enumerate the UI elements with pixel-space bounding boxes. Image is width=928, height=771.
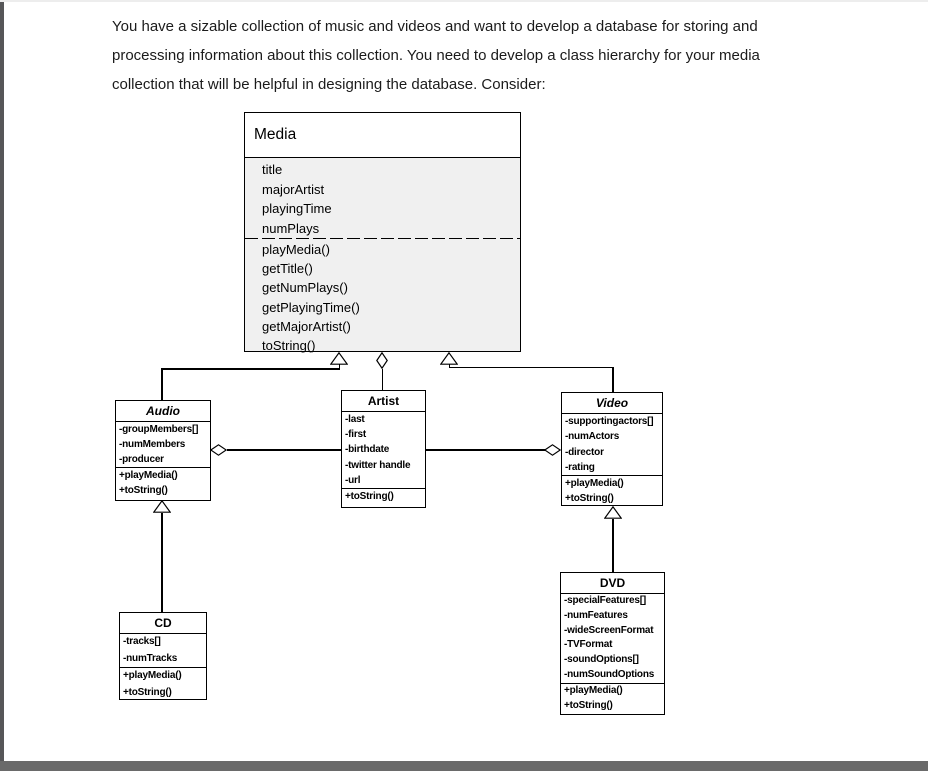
attribute-row: -groupMembers[] bbox=[119, 424, 199, 435]
connector-line bbox=[227, 449, 341, 451]
attribute-row: -numActors bbox=[565, 431, 620, 443]
method-row: +playMedia() bbox=[565, 478, 624, 489]
intro-line: collection that will be helpful in desig… bbox=[112, 76, 546, 93]
class-name-dvd: DVD bbox=[561, 573, 664, 594]
class-name-audio: Audio bbox=[116, 401, 210, 422]
method-row: +playMedia() bbox=[564, 685, 623, 696]
attribute-row: title bbox=[262, 162, 283, 177]
window-bottom-edge bbox=[0, 761, 928, 771]
class-name-video: Video bbox=[562, 393, 662, 414]
attribute-row: -specialFeatures[] bbox=[564, 595, 646, 606]
connector-line bbox=[338, 364, 340, 369]
class-name-cd: CD bbox=[120, 613, 206, 634]
aggregation-diamond-media-artist bbox=[376, 352, 388, 369]
attribute-row: -director bbox=[565, 446, 604, 458]
method-row: getTitle() bbox=[262, 261, 313, 277]
window-top-edge bbox=[0, 0, 928, 2]
cd-attributes: -tracks[] -numTracks bbox=[120, 634, 206, 668]
attribute-row: -birthdate bbox=[345, 444, 390, 456]
class-box-dvd: DVD -specialFeatures[] -numFeatures -wideS… bbox=[560, 572, 665, 715]
connector-line bbox=[612, 366, 614, 392]
cd-methods: +playMedia() +toString() bbox=[120, 668, 206, 701]
intro-line: You have a sizable collection of music a… bbox=[112, 18, 758, 35]
attribute-row: -numFeatures bbox=[564, 609, 628, 621]
method-row: +playMedia() bbox=[123, 670, 182, 681]
intro-paragraph: You have a sizable collection of music a… bbox=[112, 12, 872, 99]
connector-line bbox=[612, 519, 614, 572]
audio-attributes: -groupMembers[] -numMembers -producer bbox=[116, 422, 210, 468]
class-name-media: Media bbox=[245, 113, 520, 158]
attribute-row: -rating bbox=[565, 461, 595, 473]
aggregation-diamond-audio-artist bbox=[210, 444, 227, 456]
video-methods: +playMedia() +toString() bbox=[562, 476, 662, 507]
connector-line bbox=[426, 449, 545, 451]
method-row: +toString() bbox=[564, 699, 613, 711]
inheritance-arrow-dvd-video bbox=[604, 506, 622, 519]
attribute-row: -TVFormat bbox=[564, 639, 613, 651]
attribute-row: numPlays bbox=[262, 220, 320, 236]
audio-methods: +playMedia() +toString() bbox=[116, 468, 210, 498]
artist-methods: +toString() bbox=[342, 489, 425, 504]
method-row: +toString() bbox=[119, 485, 168, 496]
method-row: +toString() bbox=[345, 491, 394, 502]
attribute-row: -first bbox=[345, 429, 367, 441]
method-row: getMajorArtist() bbox=[262, 318, 351, 334]
connector-line bbox=[161, 368, 163, 400]
attribute-row: -numTracks bbox=[123, 652, 178, 664]
class-box-audio: Audio -groupMembers[] -numMembers -produce… bbox=[115, 400, 211, 501]
attribute-row: -supportingactors[] bbox=[565, 416, 654, 427]
connector-line bbox=[161, 368, 340, 370]
media-methods: playMedia() getTitle() getNumPlays() getPla… bbox=[245, 238, 520, 353]
attribute-row: -tracks[] bbox=[123, 636, 161, 647]
attribute-row: -url bbox=[345, 474, 361, 486]
method-row: getPlayingTime() bbox=[262, 299, 360, 315]
method-row: getNumPlays() bbox=[262, 280, 348, 296]
method-row: playMedia() bbox=[262, 242, 330, 257]
attribute-row: -soundOptions[] bbox=[564, 654, 639, 666]
connector-line bbox=[381, 369, 383, 390]
class-name-artist: Artist bbox=[342, 391, 425, 412]
connector-line bbox=[448, 366, 614, 368]
attribute-row: -numSoundOptions bbox=[564, 668, 655, 680]
video-attributes: -supportingactors[] -numActors -director -r… bbox=[562, 414, 662, 476]
aggregation-diamond-video-artist bbox=[544, 444, 561, 456]
intro-line: processing information about this collec… bbox=[112, 47, 760, 64]
dvd-attributes: -specialFeatures[] -numFeatures -wideScree… bbox=[561, 594, 664, 684]
attribute-row: playingTime bbox=[262, 201, 332, 216]
method-row: +toString() bbox=[565, 493, 614, 505]
class-box-cd: CD -tracks[] -numTracks +playMedia() +toSt… bbox=[119, 612, 207, 700]
attribute-row: majorArtist bbox=[262, 181, 325, 197]
media-attributes: title majorArtist playingTime numPlays bbox=[245, 158, 520, 238]
connector-line bbox=[448, 364, 450, 368]
method-row: toString() bbox=[262, 338, 316, 354]
connector-line bbox=[161, 513, 163, 612]
class-box-artist: Artist -last -first -birthdate -twitter han… bbox=[341, 390, 426, 508]
window-left-edge bbox=[0, 2, 4, 761]
inheritance-arrow-cd-audio bbox=[153, 500, 171, 513]
dvd-methods: +playMedia() +toString() bbox=[561, 684, 664, 714]
attribute-row: -last bbox=[345, 414, 365, 425]
attribute-row: -numMembers bbox=[119, 439, 186, 450]
method-row: +playMedia() bbox=[119, 470, 178, 481]
class-box-media: Media title majorArtist playingTime numPlay… bbox=[244, 112, 521, 353]
attribute-row: -twitter handle bbox=[345, 459, 411, 471]
method-row: +toString() bbox=[123, 686, 172, 698]
attribute-row: -producer bbox=[119, 454, 164, 465]
artist-attributes: -last -first -birthdate -twitter handle -url bbox=[342, 412, 425, 489]
attribute-row: -wideScreenFormat bbox=[564, 624, 654, 636]
class-box-video: Video -supportingactors[] -numActors -dire… bbox=[561, 392, 663, 506]
